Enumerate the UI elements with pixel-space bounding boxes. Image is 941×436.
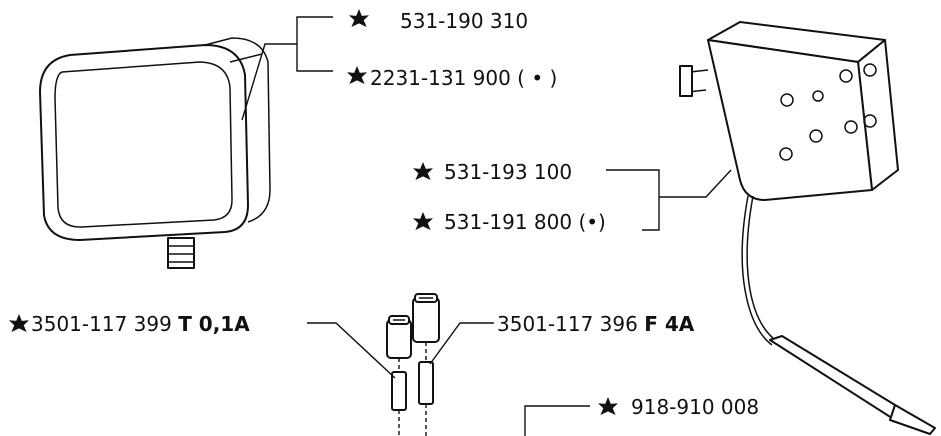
part-number-adapter-b: 2231-131 900 ( • ) [370,66,557,90]
transformer-illustration [679,21,899,201]
star-icon [598,397,618,415]
part-label-adapter-a: 531-190 310 [349,9,528,33]
part-number-adapter-a: 531-190 310 [400,9,528,33]
part-label-fuse-large: 3501-117 396 F 4A [497,312,695,336]
part-number-transformer-a: 531-193 100 [444,160,572,184]
part-number-transformer-b: 531-191 800 (•) [444,210,606,234]
fuse-large-rating: F 4A [644,312,695,336]
fuses-illustration [386,293,440,436]
leader-lines [241,16,732,436]
part-number-fuse-small: 3501-117 399 [31,312,172,336]
part-label-adapter-b: 2231-131 900 ( • ) [347,66,557,90]
part-label-probe: 918-910 008 [598,395,759,419]
fuse-small-rating: T 0,1A [178,312,250,336]
part-label-fuse-small: 3501-117 399 T 0,1A [9,312,250,336]
probe-illustration [741,195,936,435]
part-number-probe: 918-910 008 [631,395,759,419]
star-icon [347,66,367,84]
part-label-transformer-b: 531-191 800 (•) [413,210,606,234]
star-icon [9,314,29,332]
part-number-fuse-large: 3501-117 396 [497,312,638,336]
part-label-transformer-a: 531-193 100 [413,160,572,184]
svg-text:3501-117 396 F 4A: 3501-117 396 F 4A [497,312,695,336]
star-icon [349,9,369,27]
plug-adapter-illustration [39,37,271,269]
star-icon [413,162,433,180]
star-icon [413,212,433,230]
svg-text:3501-117 399 T 0,1A: 3501-117 399 T 0,1A [31,312,250,336]
